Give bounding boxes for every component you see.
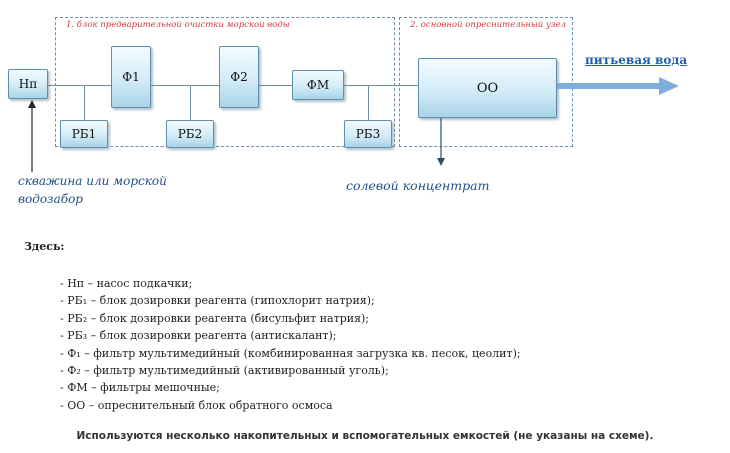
rb3-connector (368, 85, 369, 120)
pretreatment-section-box (55, 17, 395, 147)
dosing-node-rb2: РБ2 (166, 120, 214, 148)
reverse-osmosis-label: ОО (476, 80, 499, 96)
legend-item: - Ф₁ – фильтр мультимедийный (комбиниров… (60, 346, 521, 360)
filter-node-f2: Ф2 (219, 46, 259, 108)
concentrate-label: солевой концентрат (346, 178, 490, 193)
footnote: Используются несколько накопительных и в… (76, 430, 654, 442)
legend-area (10, 222, 693, 427)
input-label-line1: скважина или морской (18, 174, 167, 188)
dosing-rb3-label: РБ3 (355, 127, 381, 141)
legend-item: - РБ₁ – блок дозировки реагента (гипохло… (60, 294, 375, 308)
dosing-rb1-label: РБ1 (71, 127, 97, 141)
desalination-section-box (399, 17, 573, 147)
pump-node-np: Нп (8, 69, 48, 99)
filter-f2-label: Ф2 (230, 70, 248, 84)
rb2-connector (190, 85, 191, 120)
legend-list: - Нп – насос подкачки; - РБ₁ – блок дози… (60, 275, 521, 414)
legend-item: - Ф₂ – фильтр мультимедийный (активирова… (60, 363, 389, 377)
legend-item: - ФМ – фильтры мешочные; (60, 381, 220, 395)
bag-filter-label: ФМ (306, 78, 330, 92)
flow-arrows (28, 77, 679, 172)
concentrate-arrow-head (437, 158, 445, 166)
input-label-line2: водозабор (18, 192, 83, 206)
desalination-section-caption: 2. основной опреснительный узел (410, 20, 566, 30)
output-arrow-shaft (557, 83, 659, 89)
legend-item: - ОО – опреснительный блок обратного осм… (60, 398, 333, 412)
input-arrow-head (28, 100, 36, 108)
pretreatment-section-caption: 1. блок предварительной очистки морской … (66, 20, 290, 30)
dosing-node-rb3: РБ3 (344, 120, 392, 148)
legend-item: - Нп – насос подкачки; (60, 277, 193, 290)
dosing-rb2-label: РБ2 (177, 127, 203, 141)
bag-filter-node-fm: ФМ (292, 70, 344, 100)
legend-item: - РБ₂ – блок дозировки реагента (бисульф… (60, 311, 370, 325)
legend-item: - РБ₃ – блок дозировки реагента (антиска… (60, 329, 337, 343)
filter-node-f1: Ф1 (111, 46, 151, 108)
drinking-water-label: питьевая вода (585, 53, 688, 67)
legend-title: Здесь: (24, 240, 65, 253)
rb1-connector (84, 85, 85, 120)
reverse-osmosis-node-oo: ОО (418, 58, 557, 118)
filter-f1-label: Ф1 (122, 70, 140, 84)
output-arrow-head (659, 77, 679, 95)
pump-node-label: Нп (18, 77, 38, 91)
dosing-node-rb1: РБ1 (60, 120, 108, 148)
diagram-area (0, 0, 693, 222)
